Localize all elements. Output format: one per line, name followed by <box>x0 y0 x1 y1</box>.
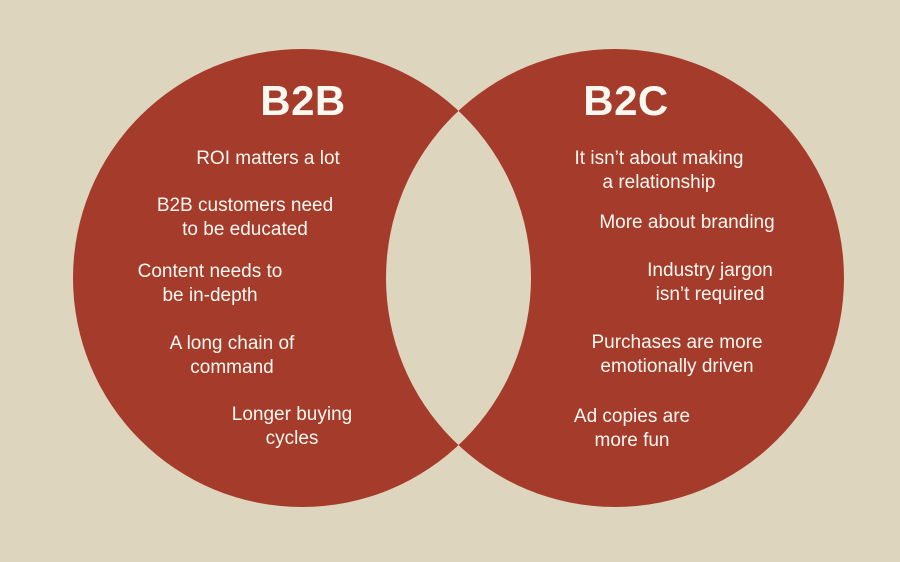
venn-item-b2b-chain: A long chain of command <box>169 333 295 378</box>
venn-item-b2c-adcopies: Ad copies are more fun <box>573 406 691 451</box>
left-circle-title: B2B <box>260 77 346 124</box>
venn-item-b2b-cycles: Longer buying cycles <box>231 404 353 449</box>
venn-circle-shapes <box>73 49 844 507</box>
venn-item-b2c-purchases: Purchases are more emotionally driven <box>591 332 763 377</box>
right-circle-title: B2C <box>583 77 669 124</box>
venn-item-b2c-relationship: It isn’t about making a relationship <box>574 148 744 193</box>
venn-item-b2b-content: Content needs to be in-depth <box>137 261 283 306</box>
venn-item-b2b-educated: B2B customers need to be educated <box>156 195 334 240</box>
venn-item-b2b-roi: ROI matters a lot <box>196 148 340 169</box>
venn-item-b2c-jargon: Industry jargon isn’t required <box>647 260 773 305</box>
venn-item-b2c-branding: More about branding <box>599 212 775 233</box>
